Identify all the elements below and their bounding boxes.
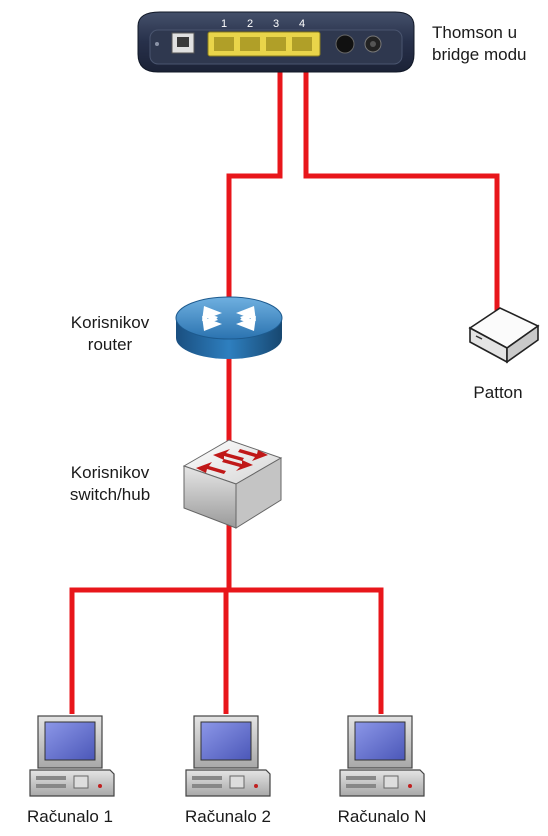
ethernet-port-slots [214,37,312,51]
port-number-labels: 1 2 3 4 [221,18,305,30]
drive-slot [346,776,376,780]
switch-label-line1: Korisnikov [70,463,150,482]
port-number-1: 1 [221,18,227,30]
drive-slot [36,784,66,788]
router-label-line2: router [87,335,133,354]
phone-port-icon [171,32,195,54]
port-number-2: 2 [247,18,253,30]
computer-n-label-text: Računalo N [337,807,427,826]
modem-label-line1: Thomson u [432,23,518,42]
drive-slot [192,784,222,788]
computer-1 [29,715,115,797]
switch-arrows-icon [196,449,268,474]
router-top [175,296,283,340]
drive-bay [383,775,399,789]
patton-label-text: Patton [473,383,523,402]
drive-bay [73,775,89,789]
router-label-line1: Korisnikov [70,313,150,332]
modem-label-line2: bridge modu [432,45,527,64]
drive-slot [36,776,66,780]
power-jack-pin [370,41,376,47]
modem-power-button [335,34,355,54]
router-arrows-icon [202,306,256,331]
drive-slot [192,776,222,780]
port-number-3: 3 [273,18,279,30]
port-number-4: 4 [299,18,305,30]
cable-modem-to-router [226,40,283,302]
computer-n-label: Računalo N [314,806,450,828]
switch-label: Korisnikov switch/hub [52,462,168,506]
computer-n [339,715,425,797]
router-device [175,296,283,359]
power-led [98,784,102,788]
router-label: Korisnikov router [58,312,162,356]
power-led [254,784,258,788]
patton-device [468,307,540,364]
pc-case [29,769,115,797]
patton-led [475,335,483,340]
switch-label-line2: switch/hub [69,485,151,504]
computer-1-label: Računalo 1 [2,806,138,828]
cables [69,40,500,714]
power-led [408,784,412,788]
computer-2-label-text: Računalo 2 [184,807,271,826]
modem-led [155,42,159,46]
monitor-screen [200,721,252,761]
cable-modem-to-patton [303,40,500,312]
computer-2-label: Računalo 2 [160,806,296,828]
switch-side [235,457,282,529]
patton-side [506,324,539,364]
pc-case [339,769,425,797]
modem-device: 1 2 3 4 [137,11,415,73]
computer-2 [185,715,271,797]
drive-slot [346,784,376,788]
pc-case [185,769,271,797]
computer-1-label-text: Računalo 1 [26,807,113,826]
monitor-screen [44,721,96,761]
monitor-screen [354,721,406,761]
modem-label: Thomson u bridge modu [432,22,527,66]
patton-label: Patton [450,382,546,404]
drive-bay [229,775,245,789]
switch-device [182,439,283,529]
